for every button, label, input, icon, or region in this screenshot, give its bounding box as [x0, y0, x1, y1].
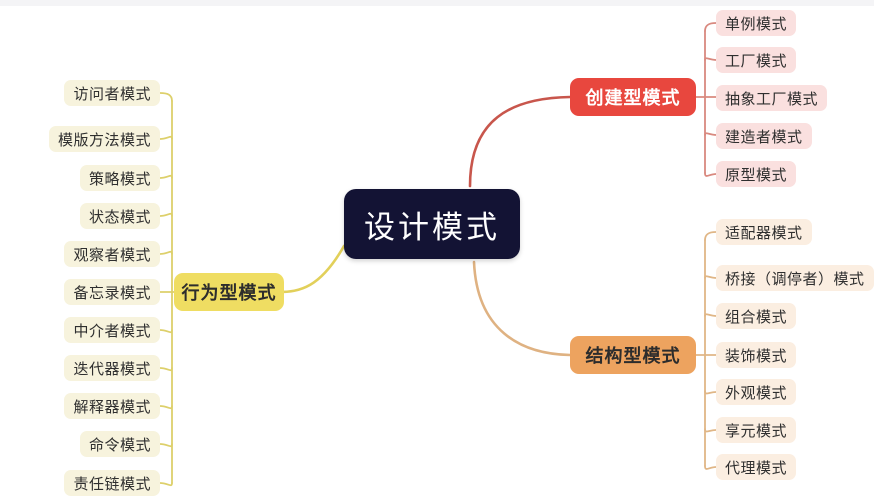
leaf-node[interactable]: 中介者模式 [64, 317, 160, 343]
leaf-node[interactable]: 组合模式 [716, 303, 797, 329]
leaf-node[interactable]: 解释器模式 [64, 393, 160, 419]
leaf-node[interactable]: 模版方法模式 [48, 126, 160, 152]
leaf-node[interactable]: 适配器模式 [716, 219, 812, 245]
leaf-node[interactable]: 外观模式 [716, 379, 797, 405]
branch-node-creational[interactable]: 创建型模式 [570, 78, 696, 116]
leaf-node[interactable]: 单例模式 [716, 10, 797, 36]
leaf-node[interactable]: 状态模式 [79, 203, 160, 229]
leaf-node[interactable]: 桥接（调停者）模式 [716, 265, 874, 291]
creational-connectors [694, 22, 717, 177]
link-root-creational [468, 95, 572, 188]
leaf-node[interactable]: 装饰模式 [716, 342, 797, 368]
leaf-node[interactable]: 备忘录模式 [64, 279, 160, 305]
leaf-node[interactable]: 抽象工厂模式 [716, 85, 828, 111]
leaf-node[interactable]: 责任链模式 [64, 470, 160, 496]
structural-connectors [694, 231, 717, 470]
leaf-node[interactable]: 建造者模式 [716, 123, 812, 149]
leaf-node[interactable]: 观察者模式 [64, 241, 160, 267]
branch-node-structural[interactable]: 结构型模式 [570, 336, 696, 374]
leaf-node[interactable]: 代理模式 [716, 454, 797, 480]
leaf-node[interactable]: 命令模式 [79, 431, 160, 457]
leaf-node[interactable]: 访问者模式 [64, 80, 160, 106]
branch-node-behavioral[interactable]: 行为型模式 [174, 273, 284, 311]
leaf-node[interactable]: 迭代器模式 [64, 355, 160, 381]
leaf-node[interactable]: 工厂模式 [716, 47, 797, 73]
leaf-node[interactable]: 策略模式 [79, 165, 160, 191]
leaf-node[interactable]: 享元模式 [716, 417, 797, 443]
link-root-behavioral [276, 244, 346, 294]
leaf-node[interactable]: 原型模式 [716, 161, 797, 187]
root-node[interactable]: 设计模式 [344, 189, 520, 259]
top-band [0, 0, 874, 6]
link-root-structural [472, 260, 572, 357]
